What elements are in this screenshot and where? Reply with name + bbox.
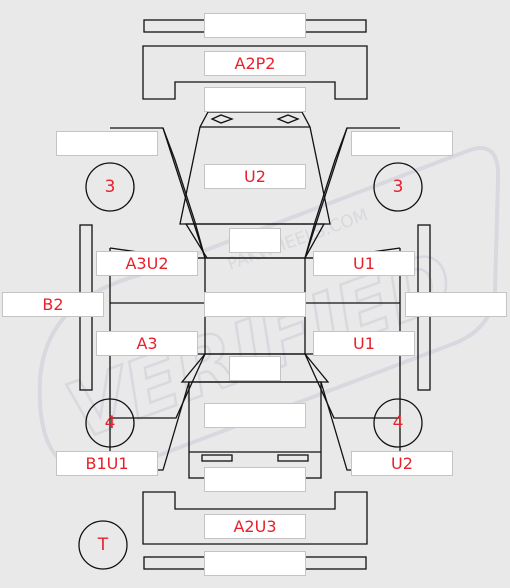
spare-tyre xyxy=(78,520,128,570)
trunk-upper-label xyxy=(204,403,306,428)
front-left-tyre xyxy=(85,162,135,212)
front-left-door-label: A3U2 xyxy=(96,251,198,276)
front-right-tyre xyxy=(373,162,423,212)
left-taillight xyxy=(201,454,233,462)
hood-front-label xyxy=(204,87,306,112)
trunk-lower-label xyxy=(204,467,306,492)
rear-bumper-bottom-label xyxy=(204,551,306,576)
spare-tyre-value: T xyxy=(97,535,109,555)
left-headlight xyxy=(210,114,234,124)
rear-right-tyre xyxy=(373,398,423,448)
roof-label xyxy=(204,292,306,317)
right-headlight xyxy=(276,114,300,124)
rear-right-fender-label: U2 xyxy=(351,451,453,476)
front-left-fender-label xyxy=(56,131,158,156)
rear-glass-outline xyxy=(180,353,330,383)
rear-right-door-label: U1 xyxy=(313,331,415,356)
front-right-fender-label xyxy=(351,131,453,156)
front-bumper-outline xyxy=(142,45,368,100)
front-right-door-label: U1 xyxy=(313,251,415,276)
rear-bumper-outline xyxy=(142,491,368,545)
rear-left-fender-label: B1U1 xyxy=(56,451,158,476)
front-bumper-label: A2P2 xyxy=(204,51,306,76)
front-right-tyre-value: 3 xyxy=(392,177,404,197)
right-pillar-label xyxy=(405,292,507,317)
rear-left-tyre xyxy=(85,398,135,448)
rear-left-door-label: A3 xyxy=(96,331,198,356)
rear-right-tyre-value: 4 xyxy=(392,413,404,433)
left-pillar-label: B2 xyxy=(2,292,104,317)
windshield-label xyxy=(229,228,281,253)
rear-bumper-label: A2U3 xyxy=(204,514,306,539)
rear-left-tyre-value: 4 xyxy=(104,413,116,433)
rear-glass-label xyxy=(229,356,281,381)
front-left-tyre-value: 3 xyxy=(104,177,116,197)
right-taillight xyxy=(277,454,309,462)
hood-label: U2 xyxy=(204,164,306,189)
front-bumper-top-label xyxy=(204,13,306,38)
